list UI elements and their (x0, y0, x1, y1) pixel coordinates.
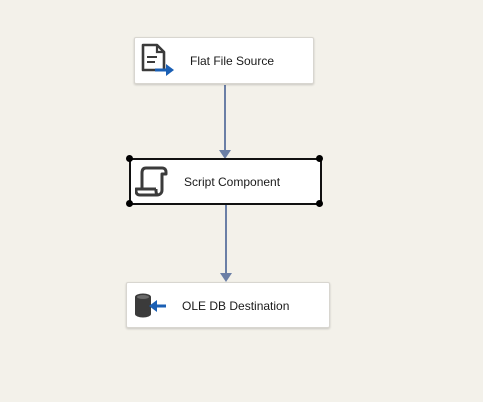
node-label: Flat File Source (190, 54, 275, 68)
resize-handle-top-left[interactable] (126, 155, 133, 162)
node-label: OLE DB Destination (182, 299, 290, 313)
node-label: Script Component (184, 175, 281, 189)
resize-handle-bottom-right[interactable] (316, 200, 323, 207)
flat-file-source-node[interactable]: Flat File Source (134, 37, 314, 84)
resize-handle-top-right[interactable] (316, 155, 323, 162)
script-component-node[interactable]: Script Component (129, 158, 322, 205)
arrowhead-icon (220, 273, 232, 282)
flat-file-source-icon (141, 43, 174, 76)
ole-db-destination-node[interactable]: OLE DB Destination (126, 282, 330, 328)
connector-source-to-script[interactable] (219, 85, 231, 159)
resize-handle-bottom-left[interactable] (126, 200, 133, 207)
script-component-icon (135, 166, 168, 197)
connector-script-to-destination[interactable] (220, 205, 232, 282)
ole-db-destination-icon (135, 293, 166, 318)
